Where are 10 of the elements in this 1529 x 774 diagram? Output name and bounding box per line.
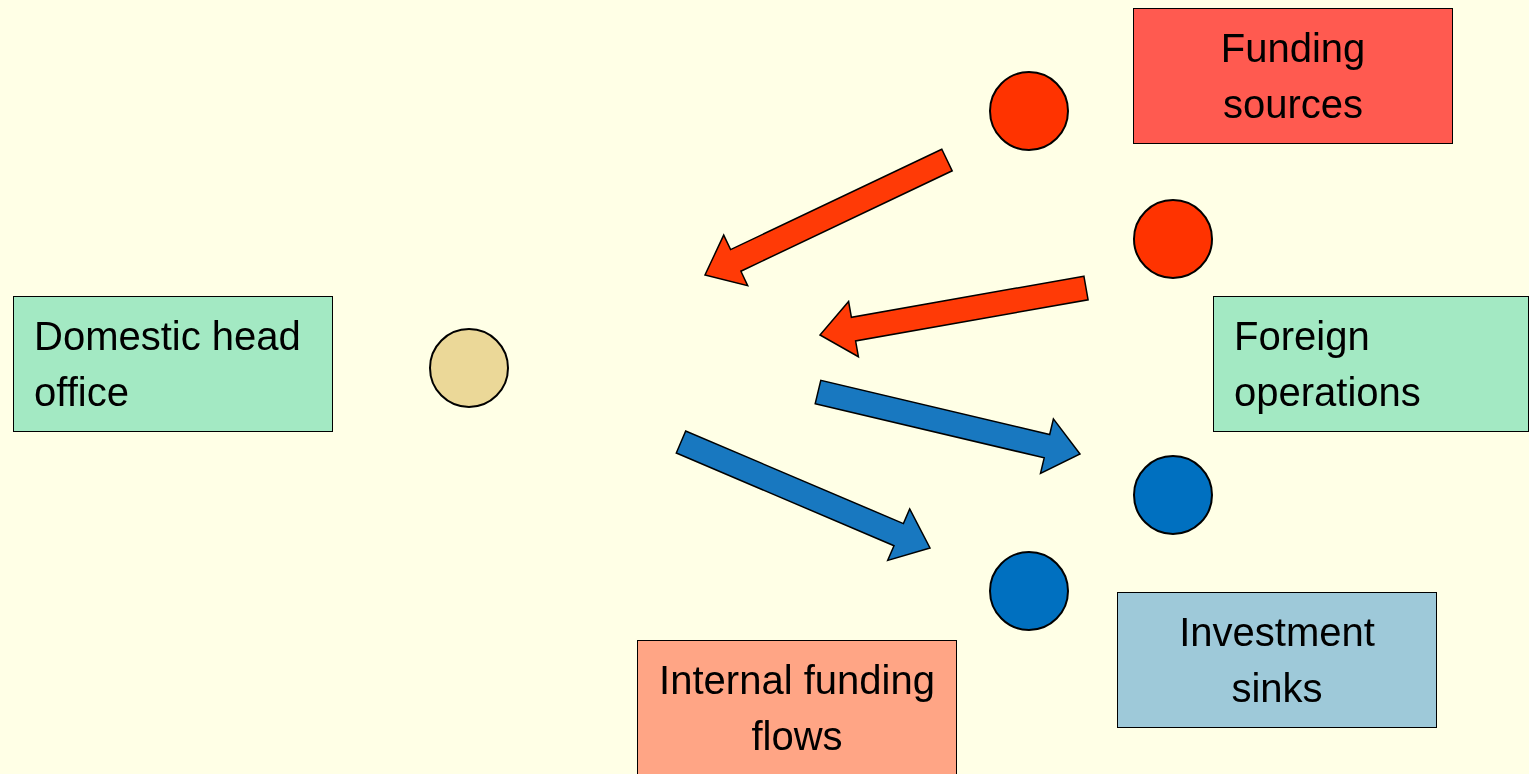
box-text: Foreign operations xyxy=(1234,313,1422,416)
box-text: Domestic head office xyxy=(34,313,302,416)
label-box xyxy=(1213,296,1529,432)
label-box xyxy=(1133,8,1453,144)
label-box xyxy=(13,296,333,432)
label-box xyxy=(637,640,957,774)
box-text: Internal funding flows xyxy=(658,657,936,760)
box-text: Funding sources xyxy=(1219,25,1367,128)
label-box xyxy=(1117,592,1437,728)
box-text: Investment sinks xyxy=(1178,609,1376,712)
